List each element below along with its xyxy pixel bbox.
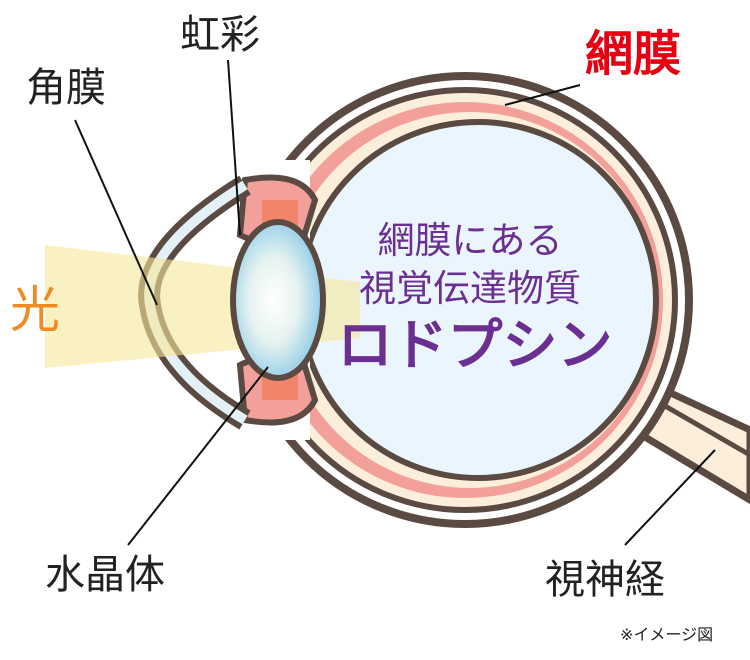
label-optic-nerve: 視神経 (545, 557, 665, 603)
label-note: ※イメージ図 (620, 625, 714, 644)
eyeball (200, 72, 693, 528)
center-text-line2: 視覚伝達物質 (359, 267, 581, 310)
label-light: 光 (10, 281, 60, 339)
center-text-line1: 網膜にある (377, 219, 563, 262)
label-cornea: 角膜 (26, 65, 106, 111)
label-retina: 網膜 (585, 26, 682, 82)
lens (230, 219, 326, 381)
leader-lines (74, 59, 716, 546)
label-lens: 水晶体 (45, 552, 165, 598)
label-iris: 虹彩 (180, 12, 260, 58)
center-text-line3: ロドプシン (337, 313, 613, 377)
